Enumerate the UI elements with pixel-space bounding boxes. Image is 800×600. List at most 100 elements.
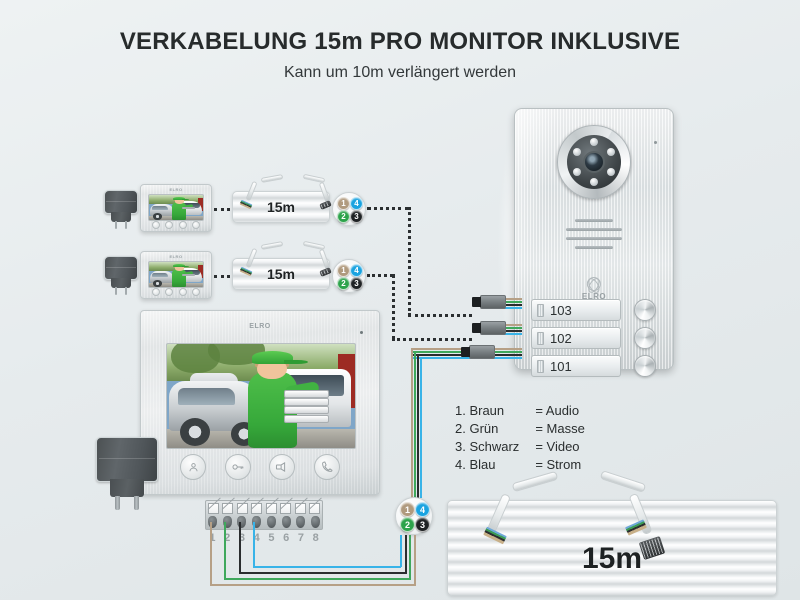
adapter-pin-left bbox=[114, 287, 118, 295]
terminal-lug bbox=[281, 516, 291, 528]
nameplate-103[interactable]: 103 bbox=[531, 299, 621, 321]
monitor-screen bbox=[148, 194, 204, 221]
terminal-wire-2-h bbox=[224, 578, 411, 580]
bell-button-102[interactable] bbox=[634, 327, 656, 349]
cable-plug-102 bbox=[472, 321, 506, 335]
terminal-wire-2-up bbox=[409, 535, 411, 579]
camera-lens bbox=[583, 151, 605, 173]
nameplate-101[interactable]: 101 bbox=[531, 355, 621, 377]
wire-badge-1: 1 bbox=[337, 264, 350, 277]
dotted-route-2-h2 bbox=[392, 338, 472, 341]
unlock-button[interactable] bbox=[165, 220, 174, 229]
wire-green-103 bbox=[496, 301, 522, 303]
power-adapter-1 bbox=[104, 190, 138, 229]
terminal-wire-1-h bbox=[210, 584, 416, 586]
terminal-screw[interactable] bbox=[265, 503, 277, 514]
adapter-pin-right bbox=[124, 287, 128, 295]
nameplate-label: 103 bbox=[550, 302, 572, 318]
camera-ring bbox=[557, 125, 631, 199]
wire-badge-2: 2 bbox=[337, 277, 350, 290]
legend-wire-name: 2. Grün bbox=[455, 421, 499, 436]
terminal-screw[interactable] bbox=[207, 503, 219, 514]
monitor-buttons bbox=[171, 454, 349, 480]
view-button[interactable] bbox=[180, 454, 207, 480]
call-button[interactable] bbox=[192, 220, 201, 229]
terminal-lug bbox=[222, 516, 232, 528]
dotted-route-1-h1 bbox=[367, 207, 409, 210]
talk-button[interactable] bbox=[269, 454, 296, 480]
nameplate-label: 101 bbox=[550, 358, 572, 374]
monitor-small-2[interactable]: ELRO bbox=[140, 251, 212, 299]
talk-button[interactable] bbox=[178, 287, 187, 296]
terminal-number: 8 bbox=[312, 532, 319, 544]
speaker-icon bbox=[276, 462, 286, 472]
terminal-screw[interactable] bbox=[222, 503, 234, 514]
call-button[interactable] bbox=[313, 454, 340, 480]
monitor-buttons bbox=[149, 287, 203, 296]
terminal-number: 4 bbox=[253, 532, 260, 544]
terminal-lug bbox=[207, 516, 217, 528]
wire-badge-2: 2 bbox=[337, 210, 350, 223]
page-subtitle: Kann um 10m verlängert werden bbox=[283, 64, 517, 81]
key-icon bbox=[232, 464, 244, 470]
terminal-screw[interactable] bbox=[294, 503, 306, 514]
monitor-small-1[interactable]: ELRO bbox=[140, 184, 212, 232]
monitor-main[interactable]: ELRO bbox=[140, 310, 380, 495]
terminal-screw[interactable] bbox=[309, 503, 321, 514]
wire-badge-cluster-2: 1 4 2 3 bbox=[332, 259, 366, 293]
terminal-wire-1-v bbox=[210, 522, 212, 586]
terminal-number: 6 bbox=[283, 532, 290, 544]
wire-badge-cluster-1: 1 4 2 3 bbox=[332, 192, 366, 226]
terminal-wire-3-h bbox=[239, 572, 407, 574]
wire-badge-3: 3 bbox=[415, 517, 430, 532]
terminal-screw[interactable] bbox=[236, 503, 248, 514]
handset-icon bbox=[321, 461, 333, 472]
terminal-wire-4-v bbox=[253, 522, 255, 568]
adapter-neck bbox=[109, 478, 145, 498]
terminal-number: 7 bbox=[297, 532, 304, 544]
wire-color-legend: 1. Braun = Audio 2. Grün = Masse 3. Schw… bbox=[455, 402, 585, 474]
terminal-screw[interactable] bbox=[251, 503, 263, 514]
adapter-body bbox=[104, 190, 138, 214]
monitor-logo: ELRO bbox=[249, 323, 271, 330]
dotted-route-1-v bbox=[408, 207, 411, 316]
terminal-lug bbox=[266, 516, 276, 528]
view-button[interactable] bbox=[151, 220, 160, 229]
adapter-body bbox=[104, 256, 138, 280]
wire-blue-drop bbox=[420, 357, 422, 498]
cable-length-label-2: 15m bbox=[266, 266, 296, 282]
cable-coil-1: 15m bbox=[232, 173, 332, 223]
call-button[interactable] bbox=[192, 287, 201, 296]
terminal-lugs bbox=[205, 514, 323, 530]
wire-badge-1: 1 bbox=[337, 197, 350, 210]
unlock-button[interactable] bbox=[165, 287, 174, 296]
terminal-lug bbox=[252, 516, 262, 528]
dotted-link-monitor1-cable bbox=[214, 208, 236, 211]
wire-green-drop bbox=[414, 351, 416, 498]
door-station: ELRO 103 102 101 bbox=[514, 108, 674, 377]
terminal-screw[interactable] bbox=[280, 503, 292, 514]
view-button[interactable] bbox=[151, 287, 160, 296]
wire-blue-102 bbox=[496, 333, 522, 335]
wire-badge-2: 2 bbox=[400, 517, 415, 532]
bell-button-103[interactable] bbox=[634, 299, 656, 321]
nameplate-label: 102 bbox=[550, 330, 572, 346]
unlock-button[interactable] bbox=[224, 454, 251, 480]
nameplate-102[interactable]: 102 bbox=[531, 327, 621, 349]
power-adapter-main bbox=[96, 437, 158, 511]
wire-brown-drop bbox=[411, 348, 413, 498]
terminal-number: 5 bbox=[268, 532, 275, 544]
adapter-body bbox=[96, 437, 158, 482]
speaker-slot bbox=[575, 246, 613, 249]
brand-label: ELRO bbox=[581, 292, 607, 301]
monitor-screen bbox=[166, 343, 356, 449]
terminal-wire-1-up bbox=[414, 535, 416, 585]
adapter-pin-right bbox=[124, 221, 128, 229]
wire-green-102 bbox=[496, 327, 522, 329]
nameplate-icon bbox=[537, 359, 544, 373]
talk-button[interactable] bbox=[178, 220, 187, 229]
dotted-route-2-v bbox=[392, 274, 395, 340]
bell-button-101[interactable] bbox=[634, 355, 656, 377]
legend-row: 1. Braun = Audio bbox=[455, 402, 585, 420]
